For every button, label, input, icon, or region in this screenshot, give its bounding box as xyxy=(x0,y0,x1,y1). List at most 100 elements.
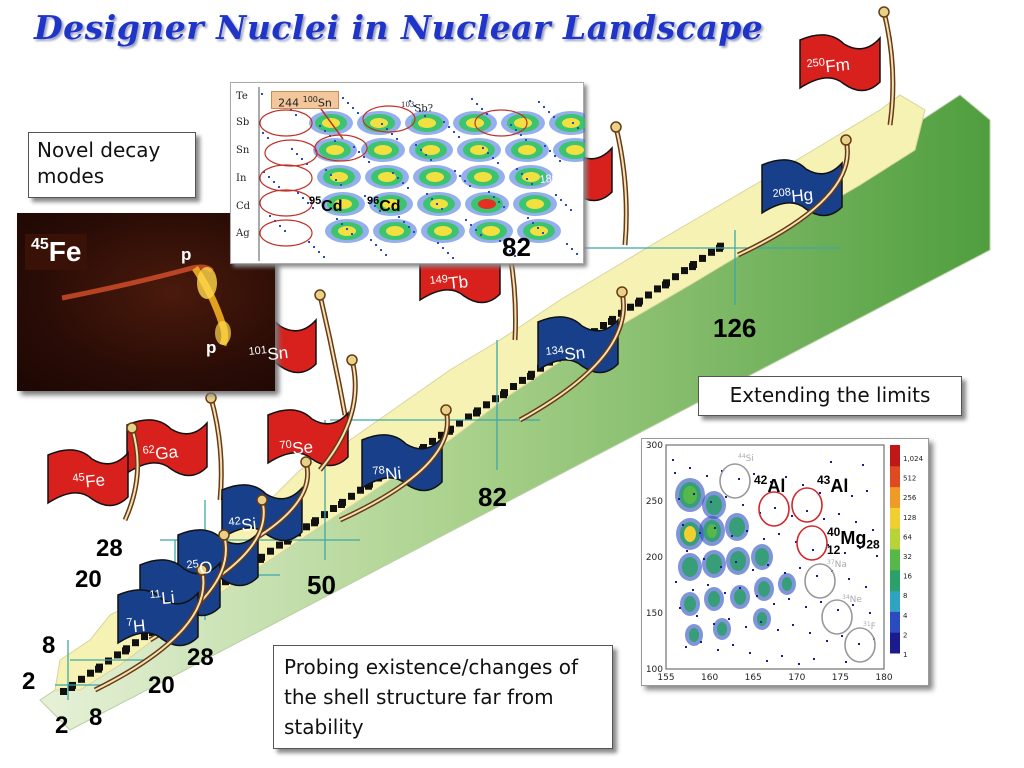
hm-count xyxy=(742,504,744,506)
sn-count xyxy=(487,152,489,154)
hm-count xyxy=(739,587,741,589)
sn-cluster xyxy=(365,165,409,189)
flag-pole-knob xyxy=(346,354,358,366)
sn-count xyxy=(396,138,398,140)
sn-highlight-circle xyxy=(259,219,313,247)
sn-count xyxy=(476,103,478,105)
sn-count xyxy=(521,173,523,175)
hm-count xyxy=(678,498,680,500)
stable-nucleus xyxy=(330,505,337,512)
proton-label-top: p xyxy=(181,245,192,264)
magic-n20: 20 xyxy=(148,672,175,699)
sn-ylabel-in: In xyxy=(236,173,247,184)
flag-label-tb149: 149Tb xyxy=(429,272,470,294)
sn-count xyxy=(318,251,320,253)
sn-count xyxy=(402,182,404,184)
sn-count xyxy=(273,181,275,183)
hm-circle-f xyxy=(844,627,876,663)
sn-count xyxy=(279,225,281,227)
sn-count xyxy=(346,228,348,230)
hm-cluster xyxy=(685,624,703,646)
hm-count xyxy=(732,644,734,646)
sn-count xyxy=(403,221,405,223)
hm-count xyxy=(763,538,765,540)
sn-highlight-circle xyxy=(259,164,313,192)
hm-count xyxy=(798,663,800,665)
sn-count xyxy=(370,239,372,241)
hm-count xyxy=(865,586,867,588)
sn-cluster xyxy=(317,165,361,189)
sn-highlight-circle xyxy=(264,139,318,167)
sn-count xyxy=(262,132,264,134)
sn-count xyxy=(380,249,382,251)
sn-cluster xyxy=(465,192,509,216)
flag-pole-knob xyxy=(256,494,268,506)
hm-cluster xyxy=(730,585,750,609)
colorbar-tick: 32 xyxy=(903,553,912,561)
sn-count xyxy=(559,160,561,162)
hm-circle-mg xyxy=(796,525,828,561)
sn-count xyxy=(510,124,512,126)
flag-h7 xyxy=(93,564,208,693)
sn-cluster xyxy=(505,138,549,162)
stable-nucleus xyxy=(690,261,697,268)
hm-isotope-label: 31F xyxy=(863,621,876,632)
sn-count xyxy=(374,205,376,207)
hm-count xyxy=(816,575,818,577)
sn-count xyxy=(480,234,482,236)
flag-label-o25: 25O xyxy=(185,557,214,578)
colorbar-segment xyxy=(890,465,900,488)
sn-count xyxy=(306,163,308,165)
hm-cluster xyxy=(778,573,796,595)
sn-count xyxy=(526,178,528,180)
flag-label-h7: 7H xyxy=(125,616,147,637)
sn-cluster xyxy=(409,138,453,162)
stable-nucleus xyxy=(600,322,607,329)
flag-label-fm250: 250Fm xyxy=(806,54,851,77)
callout-extending-limits: Extending the limits xyxy=(698,376,962,416)
hm-xtick: 170 xyxy=(788,673,805,683)
stable-nucleus xyxy=(339,498,346,506)
hm-isotope-label: 34Ne xyxy=(842,594,862,605)
sn-ylabel-sb: Sb xyxy=(236,117,250,128)
sn-count xyxy=(531,183,533,185)
hm-count xyxy=(823,518,825,520)
sn-count xyxy=(268,176,270,178)
flag-banner xyxy=(537,316,619,374)
magic-n28: 28 xyxy=(187,644,214,671)
hm-count xyxy=(714,527,716,529)
stable-nucleus xyxy=(609,315,616,323)
colorbar-tick: 256 xyxy=(903,494,917,502)
hm-count xyxy=(679,607,681,609)
sn-count xyxy=(334,140,336,142)
hm-isotope-label: 44Si xyxy=(738,453,754,464)
sn-count xyxy=(284,230,286,232)
hm-count xyxy=(792,624,794,626)
colorbar-segment xyxy=(890,549,900,571)
fe45-label: 45Fe xyxy=(25,234,88,270)
stable-nucleus xyxy=(447,425,454,433)
sn-cluster xyxy=(513,192,557,216)
magic-z28: 28 xyxy=(96,535,123,562)
sn-count xyxy=(452,257,454,259)
stable-nucleus xyxy=(420,444,427,451)
stable-nucleus xyxy=(60,688,67,695)
sn-count xyxy=(515,129,517,131)
stable-nucleus xyxy=(699,254,706,262)
hm-count xyxy=(834,487,836,489)
sn-count xyxy=(295,114,297,116)
magic-z2: 2 xyxy=(22,668,36,695)
hm-count xyxy=(869,612,871,614)
sn-count xyxy=(542,232,544,234)
sn-count xyxy=(482,147,484,149)
flag-label-si42: 42Si xyxy=(227,514,258,536)
sn-count xyxy=(392,172,394,174)
sn-count xyxy=(544,145,546,147)
sn-count xyxy=(514,255,516,257)
sn-count xyxy=(420,149,422,151)
stable-nucleus xyxy=(456,419,463,427)
sn-count xyxy=(538,101,540,103)
colorbar-segment xyxy=(890,528,900,550)
hm-count xyxy=(760,621,762,623)
